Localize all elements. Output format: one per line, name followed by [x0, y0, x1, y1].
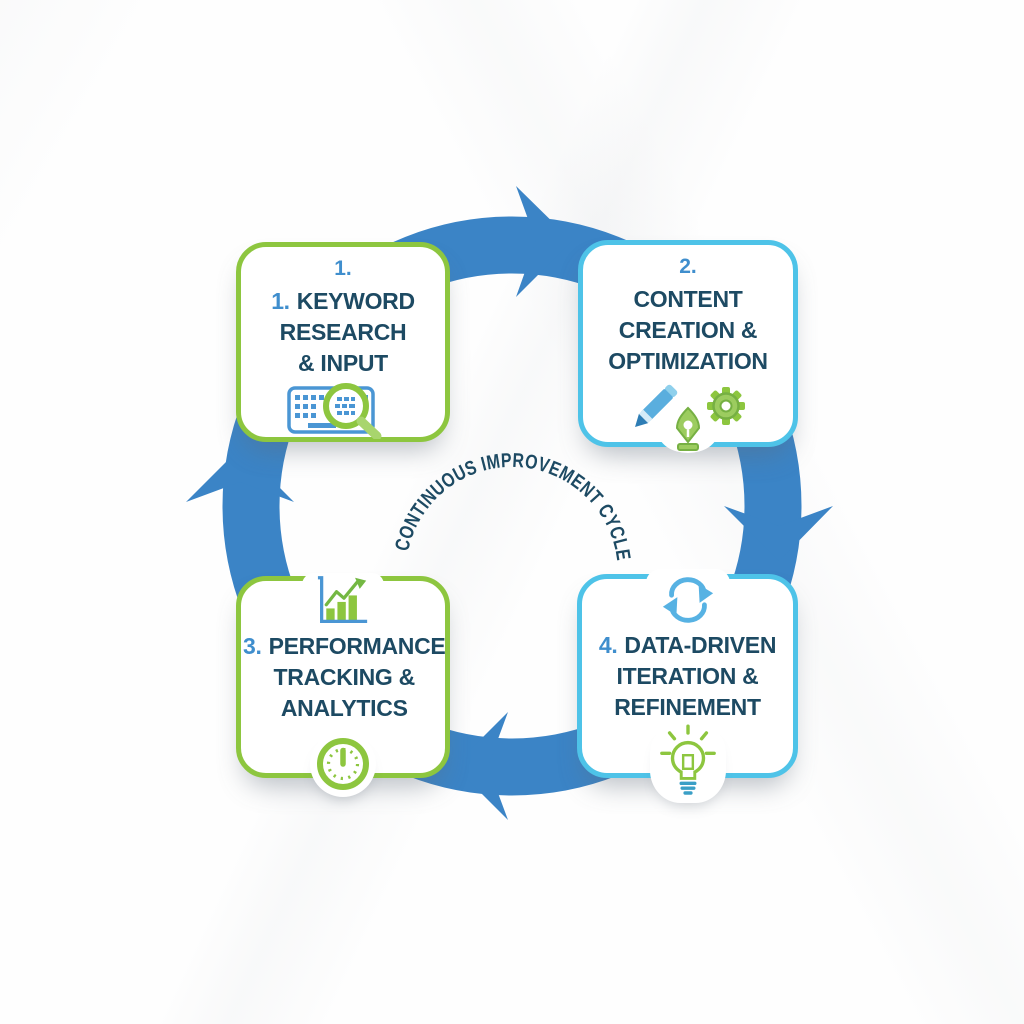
- step-3-title-text: PERFORMANCE: [268, 632, 446, 659]
- step-2-title-line1: CONTENT: [608, 284, 768, 315]
- step-1-title-line1: 1.KEYWORD: [271, 286, 415, 317]
- step-1-title-text: KEYWORD: [296, 288, 415, 314]
- gear-icon: [707, 387, 745, 425]
- step-2-title-text: CONTENT: [633, 286, 743, 312]
- step-4-title-line1: 4.DATA-DRIVEN: [598, 630, 777, 661]
- center-title: CONTINUOUS IMPROVEMENT CYCLE: [391, 450, 634, 562]
- bar-chart-svg: [317, 576, 368, 624]
- step-box-2: 2. CONTENT CREATION & OPTIMIZATION: [578, 240, 798, 453]
- pen-icon: [635, 384, 678, 427]
- growth-bar-chart-icon: [302, 573, 384, 629]
- ring-band: [222, 216, 802, 796]
- step-4-inline-number: 4.: [598, 631, 618, 658]
- refresh-arrows-icon: [645, 569, 730, 631]
- lightbulb-icon: [649, 721, 726, 803]
- step-1-title: 1.KEYWORD RESEARCH & INPUT: [269, 286, 417, 379]
- step-box-3: 3.PERFORMANCE TRACKING & ANALYTICS: [236, 573, 450, 797]
- step-1-inline-number: 1.: [271, 288, 290, 314]
- step-3-title-line1: 3.PERFORMANCE: [243, 631, 446, 662]
- step-box-1: 1. 1.KEYWORD RESEARCH & INPUT: [236, 242, 450, 442]
- pen-nib-gear-svg: [635, 384, 745, 453]
- refresh-svg: [662, 577, 713, 623]
- content-creation-icons: [622, 374, 754, 454]
- step-3-title: 3.PERFORMANCE TRACKING & ANALYTICS: [241, 631, 447, 724]
- arrowhead-left-icon: [186, 448, 294, 502]
- keyboard-magnifier-icon: [286, 379, 400, 441]
- step-1-title-rest: RESEARCH & INPUT: [279, 319, 407, 376]
- step-box-4: 4.DATA-DRIVEN ITERATION & REFINEMENT: [577, 569, 798, 803]
- step-2-number: 2.: [679, 255, 697, 278]
- lightbulb-svg: [659, 724, 716, 795]
- arrowhead-bottom-icon: [454, 712, 508, 820]
- arrowhead-right-icon: [724, 506, 833, 561]
- keyboard-magnifier-svg: [287, 383, 382, 441]
- step-4-title-text: DATA-DRIVEN: [624, 631, 777, 658]
- step-4-title-rest: ITERATION & REFINEMENT: [614, 662, 761, 720]
- step-1-number: 1.: [334, 257, 352, 280]
- step-3-inline-number: 3.: [243, 632, 262, 659]
- clock-icon: [310, 731, 376, 797]
- center-title-textpath: CONTINUOUS IMPROVEMENT CYCLE: [391, 450, 633, 562]
- step-3-title-rest: TRACKING & ANALYTICS: [273, 663, 416, 721]
- step-2-title: CONTENT CREATION & OPTIMIZATION: [606, 284, 770, 377]
- step-2-title-rest: CREATION & OPTIMIZATION: [608, 317, 768, 374]
- fountain-nib-icon: [675, 406, 701, 451]
- clock-svg: [317, 738, 369, 790]
- step-4-title: 4.DATA-DRIVEN ITERATION & REFINEMENT: [597, 630, 778, 723]
- arrowhead-top-icon: [516, 186, 572, 297]
